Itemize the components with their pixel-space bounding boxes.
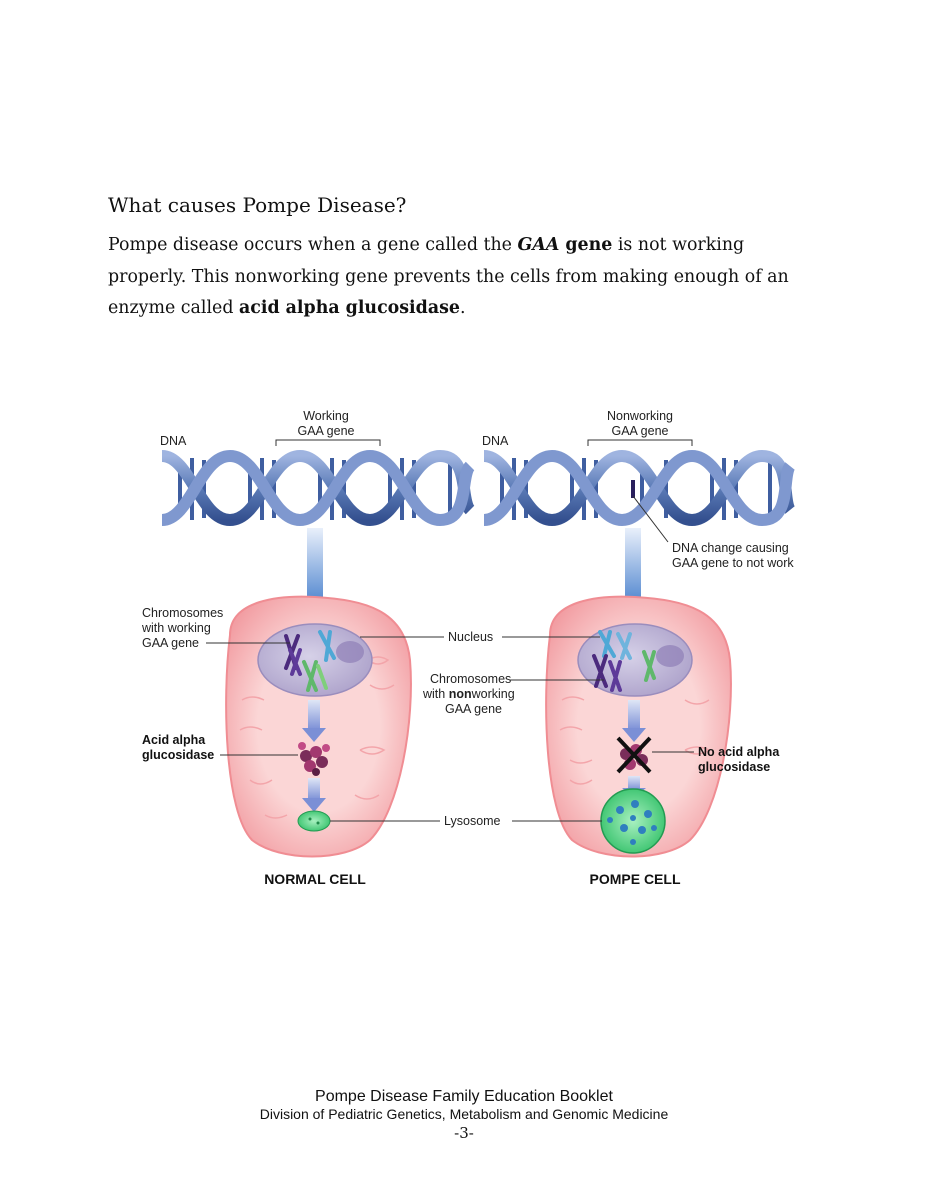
chromosomes-nonworking-label-1: Chromosomes (430, 672, 511, 686)
enzyme-arrow-top-left (302, 700, 326, 742)
acid-alpha-label-2: glucosidase (142, 748, 214, 762)
para-text: . (459, 298, 466, 318)
chromosomes-working-label-1: Chromosomes (142, 606, 223, 620)
nonworking-gene-label-1: Nonworking (607, 409, 673, 423)
dna-change-label-1: DNA change causing (672, 541, 789, 555)
acid-alpha-label-1: Acid alpha (142, 733, 206, 747)
footer-title: Pompe Disease Family Education Booklet (315, 1088, 613, 1105)
page-number: -3- (454, 1124, 474, 1142)
normal-chromosomes (284, 630, 336, 692)
dna-label-left: DNA (160, 434, 187, 448)
dna-change-pointer (632, 495, 669, 543)
enzyme-emphasis: acid alpha glucosidase (238, 298, 460, 318)
missing-enzyme (616, 736, 652, 774)
pompe-cell-caption: POMPE CELL (589, 871, 680, 887)
para-text: is not working (612, 235, 745, 255)
label-part: working (471, 687, 515, 701)
chromosomes-nonworking-label-2: with nonworking (422, 687, 515, 701)
gaa-emphasis: GAA (517, 235, 560, 255)
intro-paragraph: Pompe disease occurs when a gene called … (108, 230, 828, 325)
para-text: Pompe disease occurs when a gene called … (108, 235, 518, 255)
no-acid-alpha-label-1: No acid alpha (698, 745, 780, 759)
pompe-cell (545, 595, 732, 858)
section-heading: What causes Pompe Disease? (108, 193, 407, 217)
nonworking-gene-label-2: GAA gene (612, 424, 669, 438)
pompe-chromosomes (592, 630, 656, 692)
label-part: with (422, 687, 449, 701)
working-gene-bracket (275, 439, 381, 446)
page-footer: Pompe Disease Family Education Booklet D… (0, 1087, 928, 1143)
dna-helix-left (160, 449, 476, 527)
enzyme-arrow-top-right (622, 700, 646, 742)
dna-change-label-2: GAA gene to not work (672, 556, 794, 570)
footer-subtitle: Division of Pediatric Genetics, Metaboli… (259, 1106, 669, 1122)
para-text: enzyme called (108, 298, 239, 318)
nonworking-gene-bracket (587, 439, 693, 446)
working-gene-label-1: Working (303, 409, 349, 423)
glycogen-buildup (607, 800, 657, 845)
dna-helix-right (482, 449, 796, 527)
para-text: properly. This nonworking gene prevents … (108, 266, 789, 287)
enzyme-molecule (298, 742, 330, 776)
dna-label-right: DNA (482, 434, 509, 448)
label-part-bold: non (449, 687, 472, 701)
gene-emphasis: gene (559, 235, 613, 255)
normal-cell-caption: NORMAL CELL (264, 871, 366, 887)
enzyme-arrow-bottom-left (302, 778, 326, 812)
no-acid-alpha-label-2: glucosidase (698, 760, 770, 774)
normal-cell (225, 595, 412, 858)
chromosomes-nonworking-label-3: GAA gene (445, 702, 502, 716)
pompe-diagram: DNA DNA Working GAA gene Nonworking GAA … (130, 400, 820, 900)
chromosomes-working-label-2: with working (141, 621, 211, 635)
lysosome-label: Lysosome (444, 814, 501, 828)
normal-lysosome (297, 810, 331, 832)
working-gene-label-2: GAA gene (298, 424, 355, 438)
nucleus-label: Nucleus (448, 630, 493, 644)
chromosomes-working-label-3: GAA gene (142, 636, 199, 650)
